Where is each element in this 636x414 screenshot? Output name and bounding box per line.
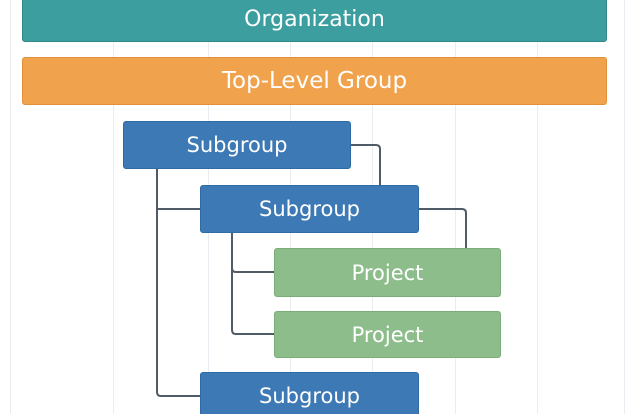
subgroup-node-1: Subgroup [123,121,351,169]
connector-subgroup-1-to-subgroup-2 [351,144,381,185]
grid-line [624,0,625,414]
grid-line [10,0,11,414]
connector-subgroup-2-to-project-1 [419,208,467,248]
top-level-group-node: Top-Level Group [22,57,607,105]
connector-subgroup-2-to-project-1-side [231,267,274,273]
project-node-1: Project [274,248,501,297]
organization-node: Organization [22,0,607,42]
grid-line [113,0,114,414]
grid-line [455,0,456,414]
project-node-2: Project [274,311,501,358]
grid-line [537,0,538,414]
connector-subgroup-2-to-project-2 [231,233,274,335]
connector-subgroup-1-to-subgroup-3 [156,169,200,397]
subgroup-node-3: Subgroup [200,372,419,414]
subgroup-node-2: Subgroup [200,185,419,233]
